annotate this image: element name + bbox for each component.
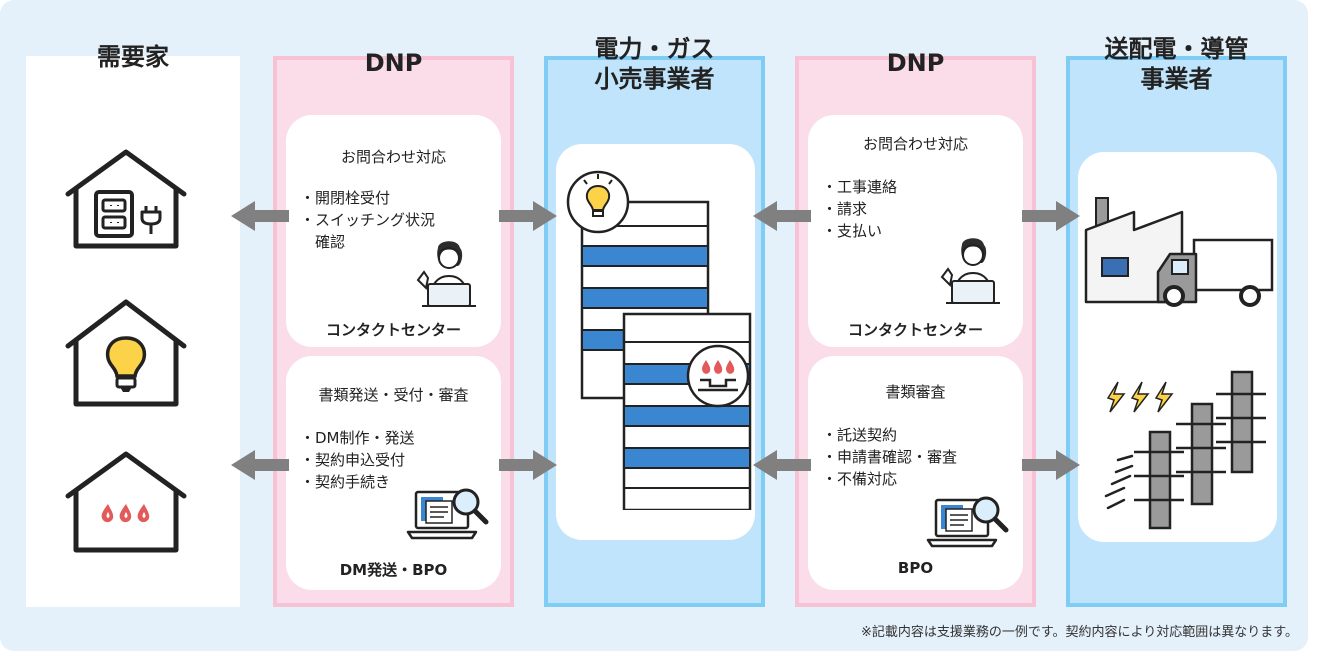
dnp-left-column: DNP お問合わせ対応 ・開閉栓受付 ・スイッチング状況 確認 コンタクトセンタ… xyxy=(273,49,514,607)
card-footer: コンタクトセンター xyxy=(847,321,983,339)
list-item: ・請求 xyxy=(822,200,868,218)
arrow-left-icon xyxy=(753,450,811,480)
grid-operator-title-line2: 事業者 xyxy=(1140,65,1213,93)
factory-truck-icon xyxy=(1084,197,1274,307)
list-item: ・工事連絡 xyxy=(822,178,898,196)
dnp-left-contact-card: お問合わせ対応 ・開閉栓受付 ・スイッチング状況 確認 コンタクトセンター xyxy=(286,115,501,347)
list-item: ・託送契約 xyxy=(822,426,898,444)
retailer-card xyxy=(556,144,755,540)
operator-icon xyxy=(940,238,1000,304)
billing-documents-illustration xyxy=(566,170,752,510)
card-heading: お問合わせ対応 xyxy=(862,135,968,153)
list-item: 確認 xyxy=(300,233,346,251)
house-outlet-icon xyxy=(65,149,187,249)
card-heading: 書類審査 xyxy=(885,383,946,401)
dnp-right-title: DNP xyxy=(886,49,945,77)
retailer-column: 電力・ガス 小売事業者 xyxy=(544,35,765,607)
card-footer: コンタクトセンター xyxy=(325,321,461,339)
arrow-right-icon xyxy=(1022,450,1080,480)
house-gas-icon xyxy=(65,451,187,553)
card-heading: お問合わせ対応 xyxy=(340,148,446,166)
list-item: ・スイッチング状況 xyxy=(300,211,436,229)
list-item: ・契約申込受付 xyxy=(300,451,406,469)
retailer-title-line1: 電力・ガス xyxy=(594,35,715,63)
list-item: ・開閉栓受付 xyxy=(300,189,391,207)
list-item: ・申請書確認・審査 xyxy=(822,448,958,466)
light-bulb-icon xyxy=(566,170,630,234)
card-footer: BPO xyxy=(897,559,934,577)
dnp-right-contact-card: お問合わせ対応 ・工事連絡 ・請求 ・支払い コンタクトセンター xyxy=(808,115,1023,347)
list-item: ・不備対応 xyxy=(822,470,898,488)
card-item-list: ・開閉栓受付 ・スイッチング状況 確認 xyxy=(300,187,435,253)
grid-operator-column: 送配電・導管 事業者 xyxy=(1066,35,1287,607)
card-item-list: ・DM制作・発送 ・契約申込受付 ・契約手続き xyxy=(300,427,415,493)
list-item: ・契約手続き xyxy=(300,473,391,491)
card-heading: 書類発送・受付・審査 xyxy=(318,386,469,404)
dnp-right-column: DNP お問合わせ対応 ・工事連絡 ・請求 ・支払い コンタクトセンター 書類審… xyxy=(795,49,1036,607)
gas-flame-icon xyxy=(686,344,750,408)
consumer-column: 需要家 xyxy=(26,43,240,607)
arrow-right-icon xyxy=(1022,201,1080,231)
arrow-left-icon xyxy=(231,201,289,231)
grid-operator-title: 送配電・導管 事業者 xyxy=(1070,34,1283,94)
dnp-left-docs-card: 書類発送・受付・審査 ・DM制作・発送 ・契約申込受付 ・契約手続き DM発送・… xyxy=(286,356,501,590)
card-item-list: ・工事連絡 ・請求 ・支払い xyxy=(822,176,897,242)
grid-operator-title-line1: 送配電・導管 xyxy=(1104,35,1249,63)
list-item: ・支払い xyxy=(822,222,883,240)
house-bulb-icon xyxy=(65,299,187,407)
consumer-title: 需要家 xyxy=(97,43,169,71)
arrow-right-icon xyxy=(499,450,557,480)
power-tower-icon xyxy=(1104,370,1266,530)
dnp-right-docs-card: 書類審査 ・託送契約 ・申請書確認・審査 ・不備対応 BPO xyxy=(808,356,1023,590)
arrow-left-icon xyxy=(753,201,811,231)
card-item-list: ・託送契約 ・申請書確認・審査 ・不備対応 xyxy=(822,424,957,490)
retailer-title: 電力・ガス 小売事業者 xyxy=(548,34,761,94)
arrow-right-icon xyxy=(499,201,557,231)
footnote: ※記載内容は支援業務の一例です。契約内容により対応範囲は異なります。 xyxy=(860,625,1298,640)
dnp-left-title: DNP xyxy=(364,49,423,77)
laptop-magnifier-icon xyxy=(406,488,489,540)
card-footer: DM発送・BPO xyxy=(339,561,448,579)
grid-operator-card xyxy=(1078,152,1277,542)
laptop-magnifier-icon xyxy=(926,496,1009,548)
list-item: ・DM制作・発送 xyxy=(300,429,415,447)
arrow-left-icon xyxy=(231,450,289,480)
operator-icon xyxy=(416,241,476,307)
retailer-title-line2: 小売事業者 xyxy=(594,65,715,93)
